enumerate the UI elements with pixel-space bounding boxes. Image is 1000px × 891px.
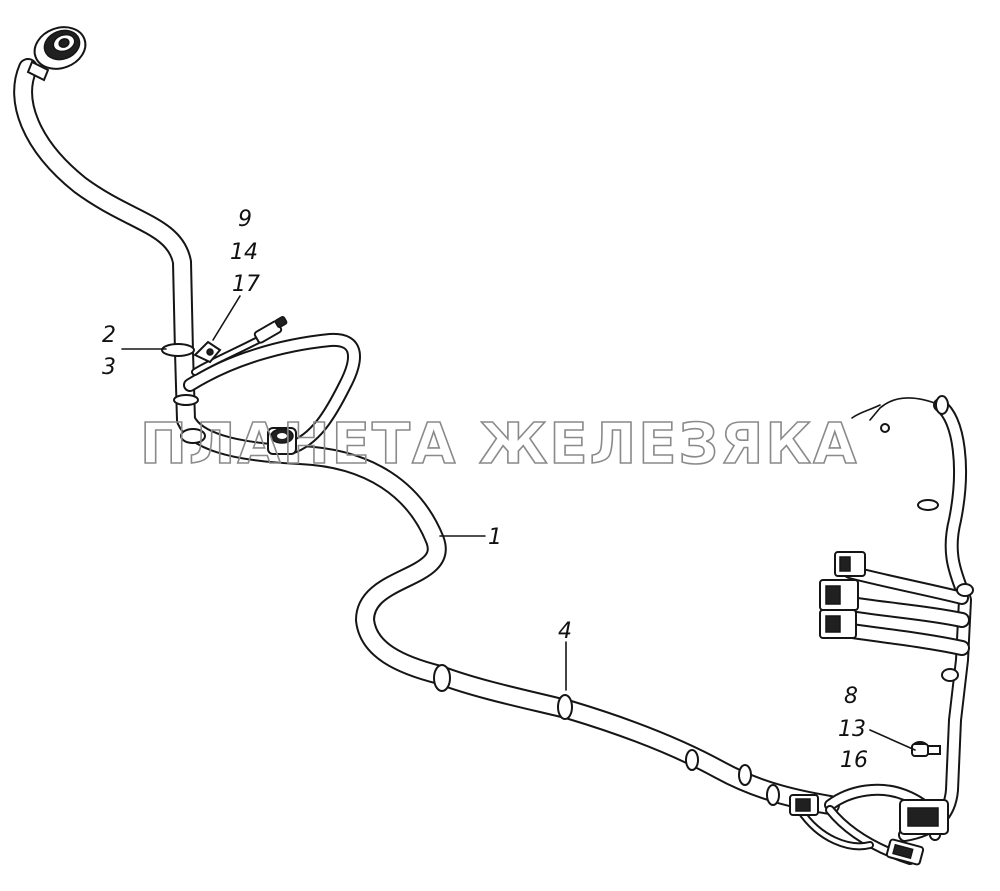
branch-loop-hose bbox=[183, 332, 361, 455]
clamp-right-2 bbox=[917, 499, 939, 511]
connector-group-hoses bbox=[837, 565, 970, 656]
callout-13: 13 bbox=[838, 717, 866, 742]
callout-3: 3 bbox=[102, 355, 116, 380]
hose-clamps bbox=[161, 343, 974, 806]
block-connector-3 bbox=[819, 609, 857, 639]
mounting-bolt bbox=[911, 743, 941, 757]
block-connectors-right bbox=[789, 551, 949, 866]
clamp-right-4 bbox=[941, 668, 959, 682]
clamp-right-3 bbox=[956, 583, 974, 597]
block-connector-5 bbox=[885, 838, 925, 866]
callout-16: 16 bbox=[840, 748, 868, 773]
block-connector-4 bbox=[899, 799, 949, 835]
callouts: 9 14 17 2 3 1 4 8 13 16 bbox=[102, 207, 868, 773]
clamp-mid-1 bbox=[433, 664, 451, 692]
round-connector-top bbox=[26, 26, 87, 82]
clamp-mid-4 bbox=[738, 764, 752, 786]
block-connector-2 bbox=[819, 579, 859, 611]
clamp-junction bbox=[173, 394, 199, 406]
callout-17: 17 bbox=[232, 272, 260, 297]
clamp-mid-3 bbox=[685, 749, 699, 771]
clip-bracket bbox=[193, 340, 222, 364]
callout-1: 1 bbox=[488, 525, 502, 550]
block-connector-6 bbox=[789, 794, 819, 816]
sensor-lead bbox=[191, 316, 288, 376]
watermark: ПЛАНЕТА ЖЕЛЕЗЯКА bbox=[140, 412, 858, 477]
clamp-top bbox=[161, 343, 195, 357]
callout-4: 4 bbox=[558, 619, 572, 644]
round-connector-middle bbox=[267, 427, 297, 455]
callout-2: 2 bbox=[102, 323, 116, 348]
clamp-lower-junction bbox=[180, 428, 206, 444]
callout-14: 14 bbox=[230, 240, 258, 265]
clamp-mid-5 bbox=[766, 784, 780, 806]
leader-lines bbox=[121, 295, 916, 751]
clamp-mid-2 bbox=[557, 694, 573, 720]
callout-8: 8 bbox=[844, 684, 858, 709]
main-harness-hose bbox=[13, 58, 840, 815]
callout-9: 9 bbox=[238, 207, 252, 232]
clamp-right-1 bbox=[935, 395, 949, 415]
block-connector-1 bbox=[834, 551, 866, 577]
